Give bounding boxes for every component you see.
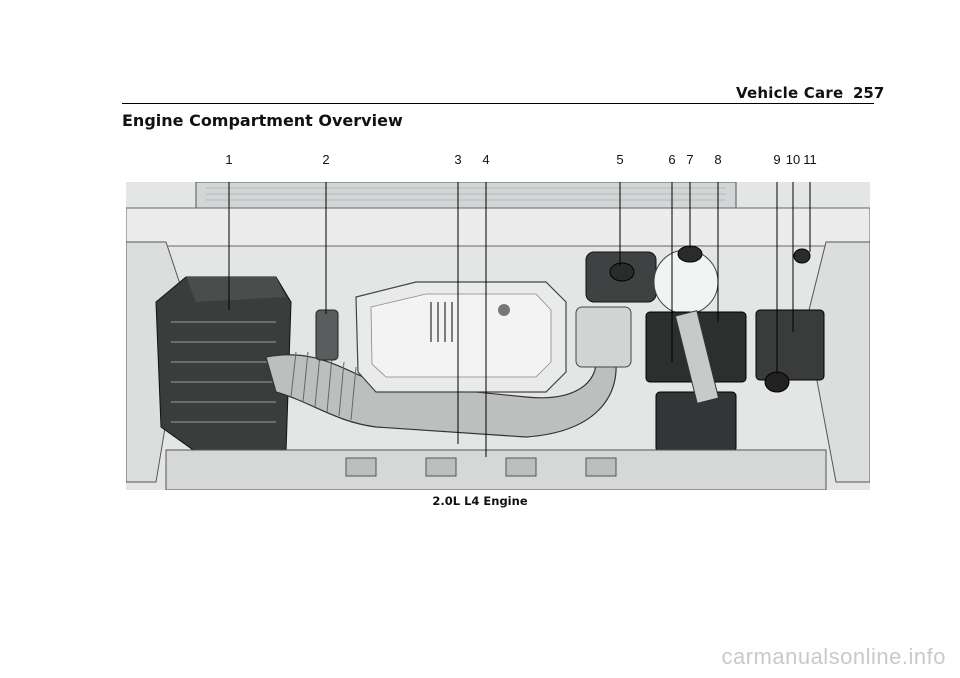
running-header-section: Vehicle Care xyxy=(736,84,844,102)
battery-hold-down-bar xyxy=(674,310,720,404)
fuse-block xyxy=(755,309,825,381)
engine-illustration-svg xyxy=(126,182,870,490)
washer-fluid-cap xyxy=(609,262,635,282)
callout-label-5: 5 xyxy=(616,152,624,167)
callout-label-3: 3 xyxy=(454,152,462,167)
callout-label-7: 7 xyxy=(686,152,694,167)
battery xyxy=(655,391,737,453)
callout-label-11: 11 xyxy=(803,152,817,167)
figure-caption: 2.0L L4 Engine xyxy=(432,494,528,508)
callout-leader-lines xyxy=(228,182,811,457)
radiator-support-tabs xyxy=(345,457,617,477)
callout-label-6: 6 xyxy=(668,152,676,167)
watermark: carmanualsonline.info xyxy=(721,644,946,669)
callout-label-9: 9 xyxy=(773,152,781,167)
radiator-support xyxy=(165,449,827,490)
upper-cowl xyxy=(126,207,870,247)
page-number: 257 xyxy=(853,84,885,102)
engine-compartment-illustration xyxy=(126,182,870,490)
coolant-cap xyxy=(677,245,703,263)
hood-seal-pattern xyxy=(206,187,726,201)
hood-seal xyxy=(195,182,737,209)
callout-label-1: 1 xyxy=(225,152,233,167)
callout-label-2: 2 xyxy=(322,152,330,167)
callout-label-8: 8 xyxy=(714,152,722,167)
engine-cover xyxy=(355,281,567,393)
engine-oil-fill-cap xyxy=(315,309,339,361)
brake-fluid-cap xyxy=(764,371,790,393)
throttle-body xyxy=(575,306,632,368)
callout-label-10: 10 xyxy=(785,152,801,167)
section-title: Engine Compartment Overview xyxy=(122,111,403,130)
air-cleaner-box xyxy=(155,276,292,453)
right-fender-panel xyxy=(805,241,870,483)
remote-terminal xyxy=(793,248,811,264)
header-rule xyxy=(122,103,874,104)
intake-duct-ribs xyxy=(290,351,357,421)
callout-label-4: 4 xyxy=(482,152,490,167)
